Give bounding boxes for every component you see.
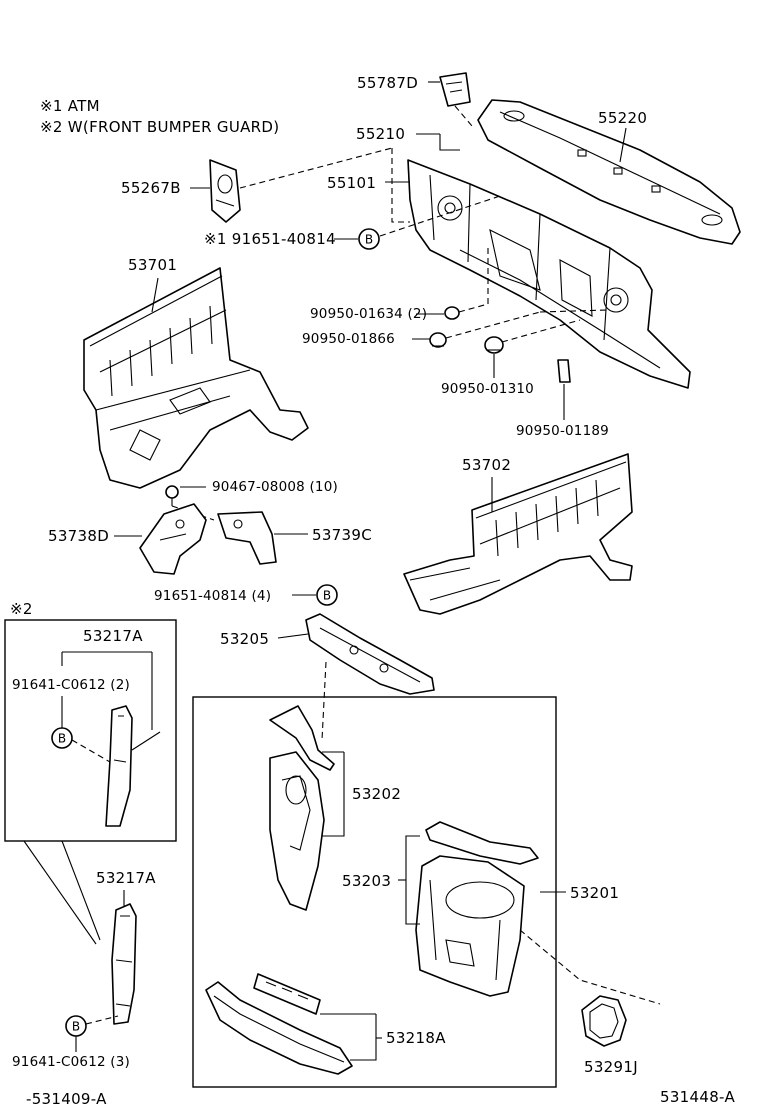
label-53205: 53205: [220, 630, 269, 648]
label-53739C: 53739C: [312, 526, 372, 544]
part-53291J: [581, 995, 627, 1047]
code-right: 531448-A: [660, 1088, 735, 1106]
label-91651-40814-4: 91651-40814 (4): [154, 588, 271, 604]
label-55787D: 55787D: [357, 74, 418, 92]
part-53739C: [217, 511, 277, 565]
label-53202: 53202: [352, 785, 401, 803]
part-53738D: [139, 503, 207, 575]
clip-90950-01866: [429, 332, 447, 348]
label-91641-C0612-2: 91641-C0612 (2): [12, 677, 130, 693]
callout-b-4: B: [65, 1015, 87, 1037]
svg-text:B: B: [72, 1020, 80, 1034]
part-55220: [477, 99, 741, 245]
part-55787D: [439, 72, 471, 107]
part-53203: [425, 821, 539, 865]
note-front-bumper-guard: ※2 W(FRONT BUMPER GUARD): [40, 118, 279, 136]
part-53205: [305, 613, 435, 695]
clip-90950-01634: [444, 306, 460, 320]
label-55220: 55220: [598, 109, 647, 127]
label-90950-01310: 90950-01310: [441, 381, 534, 397]
part-55267B: [209, 159, 241, 223]
svg-text:B: B: [58, 732, 66, 746]
label-55210: 55210: [356, 125, 405, 143]
label-90950-01189: 90950-01189: [516, 423, 609, 439]
part-53202: [269, 705, 335, 911]
part-53702: [403, 453, 633, 615]
part-53201: [415, 855, 525, 997]
label-53702: 53702: [462, 456, 511, 474]
label-91651-40814-atm: ※1 91651-40814: [204, 230, 336, 248]
code-left: -531409-A: [26, 1090, 107, 1108]
callout-b-2: B: [316, 584, 338, 606]
clip-90950-01189: [557, 359, 571, 383]
part-55101: [407, 159, 691, 389]
label-55267B: 55267B: [121, 179, 181, 197]
label-90467-08008: 90467-08008 (10): [212, 479, 338, 495]
part-53217A-inset: [105, 705, 133, 827]
label-90950-01634: 90950-01634 (2): [310, 306, 427, 322]
inset-box-front-bumper-guard: [4, 619, 177, 842]
inset-note: ※2: [10, 600, 33, 618]
label-91641-C0612-3: 91641-C0612 (3): [12, 1054, 130, 1070]
label-53217A-inset: 53217A: [83, 627, 143, 645]
clip-90467-08008: [165, 485, 179, 506]
label-53201: 53201: [570, 884, 619, 902]
label-55101: 55101: [327, 174, 376, 192]
label-53701: 53701: [128, 256, 177, 274]
label-53203: 53203: [342, 872, 391, 890]
label-53291J: 53291J: [584, 1058, 638, 1076]
callout-b-3: B: [51, 727, 73, 749]
label-90950-01866: 90950-01866: [302, 331, 395, 347]
note-atm: ※1 ATM: [40, 97, 100, 115]
svg-text:B: B: [323, 589, 331, 603]
label-53738D: 53738D: [48, 527, 109, 545]
callout-b-1: B: [358, 228, 380, 250]
label-53218A: 53218A: [386, 1029, 446, 1047]
svg-text:B: B: [365, 233, 373, 247]
part-53217A: [111, 903, 137, 1025]
label-53217A: 53217A: [96, 869, 156, 887]
part-53701: [83, 267, 309, 489]
clip-90950-01310: [484, 336, 504, 354]
part-53218A: [205, 973, 353, 1075]
